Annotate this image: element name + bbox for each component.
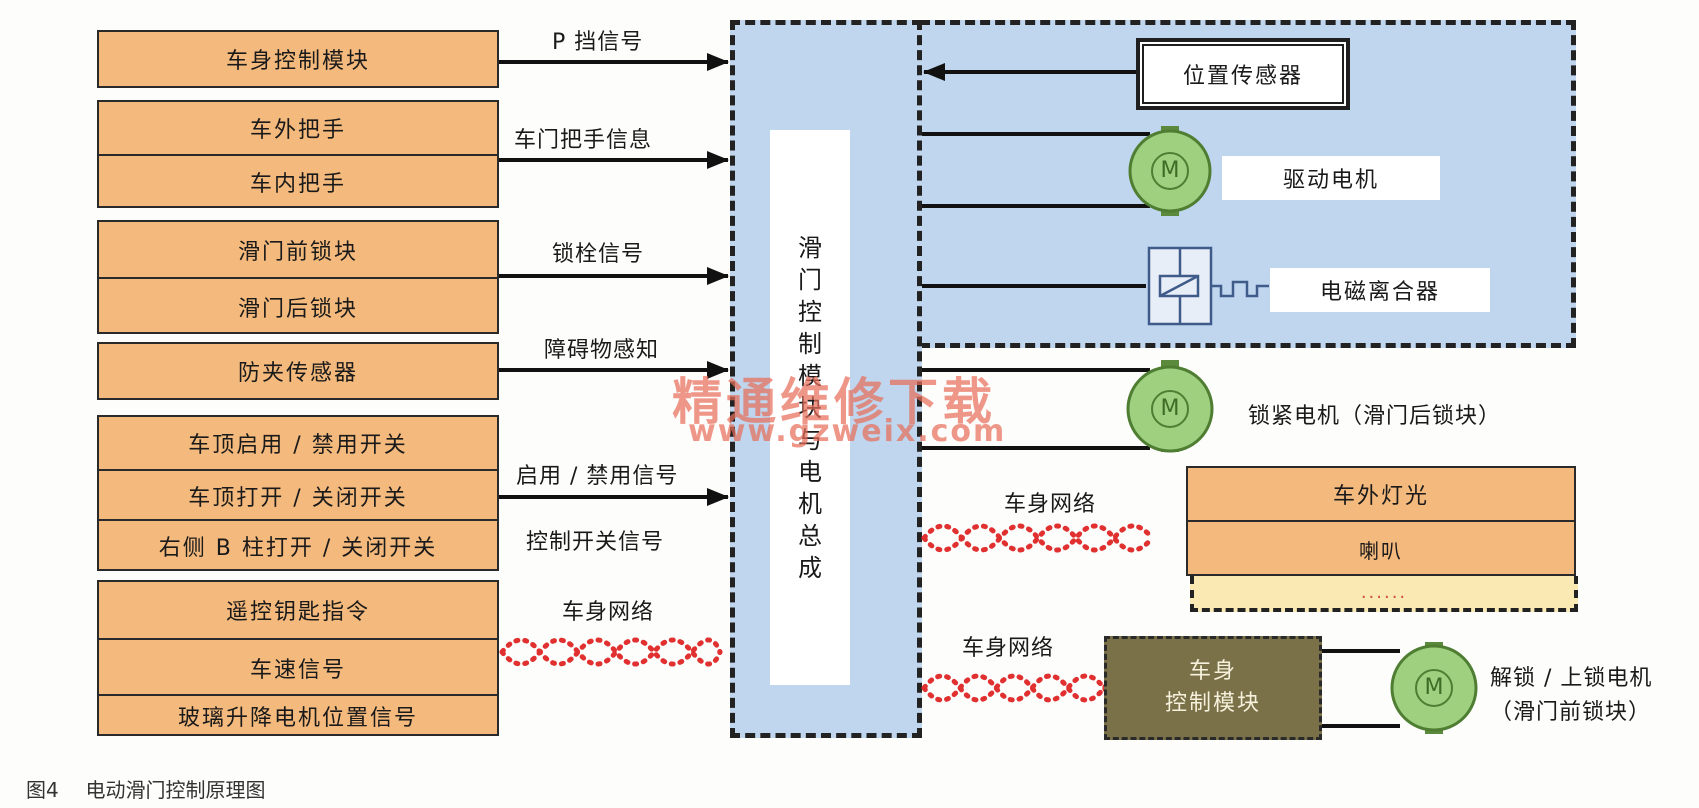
input-label: 车顶打开 / 关闭开关 xyxy=(99,469,497,521)
clutch-icon xyxy=(1147,246,1269,326)
input-label: 车身控制模块 xyxy=(225,49,370,74)
module-char: 滑 xyxy=(798,233,822,262)
lock-motor-label-line1: 解锁 / 上锁电机 xyxy=(1490,666,1653,691)
drive-motor-label: 驱动电机 xyxy=(1222,156,1440,200)
lock-motor-icon xyxy=(1390,642,1478,734)
position-sensor-box: 位置传感器 xyxy=(1136,38,1350,110)
input-box-network-inputs: 遥控钥匙指令 车速信号 玻璃升降电机位置信号 xyxy=(97,580,499,736)
input-label: 右侧 B 柱打开 / 关闭开关 xyxy=(99,519,497,571)
output-box-body-network: 车外灯光 喇叭 xyxy=(1186,466,1576,576)
module-char: 总 xyxy=(798,521,822,550)
input-box-locks: 滑门前锁块 滑门后锁块 xyxy=(97,220,499,334)
motor-letter: M xyxy=(1160,396,1180,421)
signal-label-network-right-1: 车身网络 xyxy=(1004,492,1097,517)
input-label: 车速信号 xyxy=(99,638,497,696)
watermark-url: www.gzweix.com xyxy=(688,414,1007,449)
signal-label-p-gear: P 挡信号 xyxy=(552,30,644,55)
input-label: 车顶启用 / 禁用开关 xyxy=(188,433,408,458)
module-label-panel: 滑 门 控 制 模 块 与 电 机 总 成 xyxy=(770,130,850,685)
bcm-label-line1: 车身 xyxy=(1188,659,1237,684)
signal-label-latch: 锁栓信号 xyxy=(552,242,645,267)
figure-caption: 图4 电动滑门控制原理图 xyxy=(26,774,265,803)
bcm-output-box: 车身 控制模块 xyxy=(1104,636,1322,740)
figure-number: 图4 xyxy=(26,778,59,802)
module-char: 块 xyxy=(798,393,822,422)
clutch-label: 电磁离合器 xyxy=(1270,268,1490,312)
input-box-pinch-sensor: 防夹传感器 xyxy=(97,342,499,400)
input-box-bcm: 车身控制模块 xyxy=(97,30,499,88)
signal-label-obstacle: 障碍物感知 xyxy=(544,338,660,363)
motor-letter: M xyxy=(1424,675,1444,700)
module-char: 与 xyxy=(798,425,822,454)
output-label-ext-light: 车外灯光 xyxy=(1332,484,1429,509)
bcm-label-line2: 控制模块 xyxy=(1164,691,1261,716)
input-label: 滑门后锁块 xyxy=(99,277,497,334)
lock-motor-label-line2: （滑门前锁块） xyxy=(1490,700,1652,725)
output-more-box: ...... xyxy=(1190,576,1578,612)
module-char: 制 xyxy=(798,329,822,358)
network-twisted-pair-right-1 xyxy=(921,523,1155,553)
output-label-horn: 喇叭 xyxy=(1188,520,1574,576)
input-label: 防夹传感器 xyxy=(237,361,358,386)
module-char: 模 xyxy=(798,361,822,390)
network-twisted-pair-left xyxy=(499,637,723,667)
signal-label-door-handle: 车门把手信息 xyxy=(514,128,653,153)
input-label: 玻璃升降电机位置信号 xyxy=(99,694,497,736)
signal-label-network-right-2: 车身网络 xyxy=(962,636,1055,661)
input-box-handles: 车外把手 车内把手 xyxy=(97,100,499,208)
drive-motor-icon xyxy=(1128,126,1212,216)
module-char: 成 xyxy=(798,553,822,582)
signal-label-switch: 控制开关信号 xyxy=(526,530,665,555)
module-char: 机 xyxy=(798,489,822,518)
output-more-dots: ...... xyxy=(1360,581,1408,603)
watermark-text: 精通维修下载 xyxy=(672,373,996,431)
input-label: 滑门前锁块 xyxy=(237,239,358,265)
input-label: 车外把手 xyxy=(249,118,346,143)
cinch-motor-label: 锁紧电机（滑门后锁块） xyxy=(1248,404,1502,429)
input-label: 遥控钥匙指令 xyxy=(225,600,370,625)
module-char: 控 xyxy=(798,297,822,326)
figure-title: 电动滑门控制原理图 xyxy=(85,778,266,802)
input-label: 车内把手 xyxy=(99,154,497,208)
signal-label-enable: 启用 / 禁用信号 xyxy=(516,464,679,489)
cinch-motor-icon xyxy=(1126,360,1214,453)
input-box-switches: 车顶启用 / 禁用开关 车顶打开 / 关闭开关 右侧 B 柱打开 / 关闭开关 xyxy=(97,415,499,571)
module-char: 电 xyxy=(798,457,822,486)
signal-label-network-left: 车身网络 xyxy=(562,600,655,625)
module-char: 门 xyxy=(798,265,822,294)
motor-letter: M xyxy=(1160,158,1180,183)
